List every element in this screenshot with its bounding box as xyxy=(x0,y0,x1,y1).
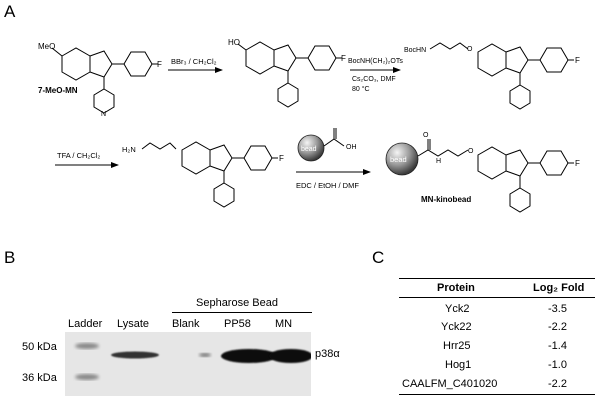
table-row-0-protein: Yck2 xyxy=(445,303,470,315)
compound-mn-kinobead: bead O H O F MN-kinobead xyxy=(385,132,580,213)
acid-label: OH xyxy=(346,144,357,151)
lysate-band xyxy=(111,351,159,359)
step4-reagent: EDC / EtOH / DMF xyxy=(296,181,359,190)
synthesis-scheme: MeO F N 7-MeO-MN BBr₃ / CH₂Cl₂ HO F BocN… xyxy=(38,38,580,213)
step2-reagent-line2: Cs₂CO₃, DMF xyxy=(352,76,396,83)
compound-amine-intermediate: H₂N F xyxy=(122,141,284,208)
lane-label-blank: Blank xyxy=(172,318,200,330)
mn-band xyxy=(269,349,311,363)
amide-h-label: H xyxy=(436,158,441,165)
ether-o-label: O xyxy=(467,46,473,53)
ladder-band-36 xyxy=(75,374,99,380)
table-row-4-protein: CAALFM_C401020 xyxy=(402,378,498,390)
lane-label-lysate: Lysate xyxy=(117,318,150,330)
table-row-1-value: -2.2 xyxy=(548,321,567,333)
compound-7-meo-mn: MeO F N 7-MeO-MN xyxy=(38,42,162,118)
ladder-band-50 xyxy=(75,343,99,349)
table-row-0-value: -3.5 xyxy=(548,303,567,315)
bead-label: bead xyxy=(301,146,317,153)
fluorine-label-3: F xyxy=(575,56,580,65)
table-row-3-value: -1.0 xyxy=(548,359,567,371)
lane-label-mn: MN xyxy=(275,318,293,330)
compound-hydroxy-intermediate: HO F xyxy=(228,38,346,108)
lane-label-pp58: PP58 xyxy=(224,318,251,330)
panel-label-a: A xyxy=(4,2,16,21)
fluorine-label-2: F xyxy=(341,54,346,63)
blank-band xyxy=(199,353,211,357)
blot-image xyxy=(65,332,311,396)
step2-reagent-line1: BocNH(CH₂)₂OTs xyxy=(348,58,403,65)
table-header-rule xyxy=(399,297,595,298)
start-compound-name: 7-MeO-MN xyxy=(38,86,78,95)
panel-label-c: C xyxy=(372,248,385,267)
intermediate2-substituent: BocHN xyxy=(404,47,426,54)
product-ether-o: O xyxy=(468,148,474,155)
blot-group-header: Sepharose Bead xyxy=(196,297,278,309)
fluorine-label-4: F xyxy=(279,154,284,163)
start-substituent: MeO xyxy=(38,42,55,51)
table-top-rule xyxy=(399,278,595,279)
pp58-band xyxy=(221,349,277,363)
amide-o-label: O xyxy=(423,132,429,139)
panel-label-b: B xyxy=(4,248,16,267)
group-header-rule xyxy=(172,312,312,313)
table-row-1-protein: Yck22 xyxy=(441,321,472,333)
marker-36kda: 36 kDa xyxy=(22,372,57,384)
fluorine-label: F xyxy=(157,60,162,69)
blot-target-label: p38α xyxy=(315,348,340,360)
table-row-3-protein: Hog1 xyxy=(445,359,472,371)
table-row-2-value: -1.4 xyxy=(548,340,567,352)
product-bead-label: bead xyxy=(390,155,407,164)
table-bottom-rule xyxy=(399,394,595,395)
compound-boc-intermediate: BocHN O F xyxy=(404,42,580,110)
intermediate1-substituent: HO xyxy=(228,38,240,47)
lane-label-ladder: Ladder xyxy=(68,318,103,330)
pyridine-n-label: N xyxy=(101,111,106,118)
step2-reagent-line3: 80 °C xyxy=(352,85,370,93)
step1-reagent: BBr₃ / CH₂Cl₂ xyxy=(171,57,217,66)
fluorine-label-5: F xyxy=(575,159,580,168)
table-row-2-protein: Hrr25 xyxy=(443,340,471,352)
table-header-protein: Protein xyxy=(437,282,475,294)
table-header-log2fold: Log₂ Fold xyxy=(533,282,585,294)
intermediate3-substituent: H₂N xyxy=(122,145,136,154)
step3-reagent: TFA / CH₂Cl₂ xyxy=(57,151,100,160)
marker-50kda: 50 kDa xyxy=(22,341,57,353)
bead-acid-reagent: bead OH xyxy=(297,128,357,162)
product-compound-name: MN-kinobead xyxy=(421,195,471,204)
table-row-4-value: -2.2 xyxy=(548,378,567,390)
